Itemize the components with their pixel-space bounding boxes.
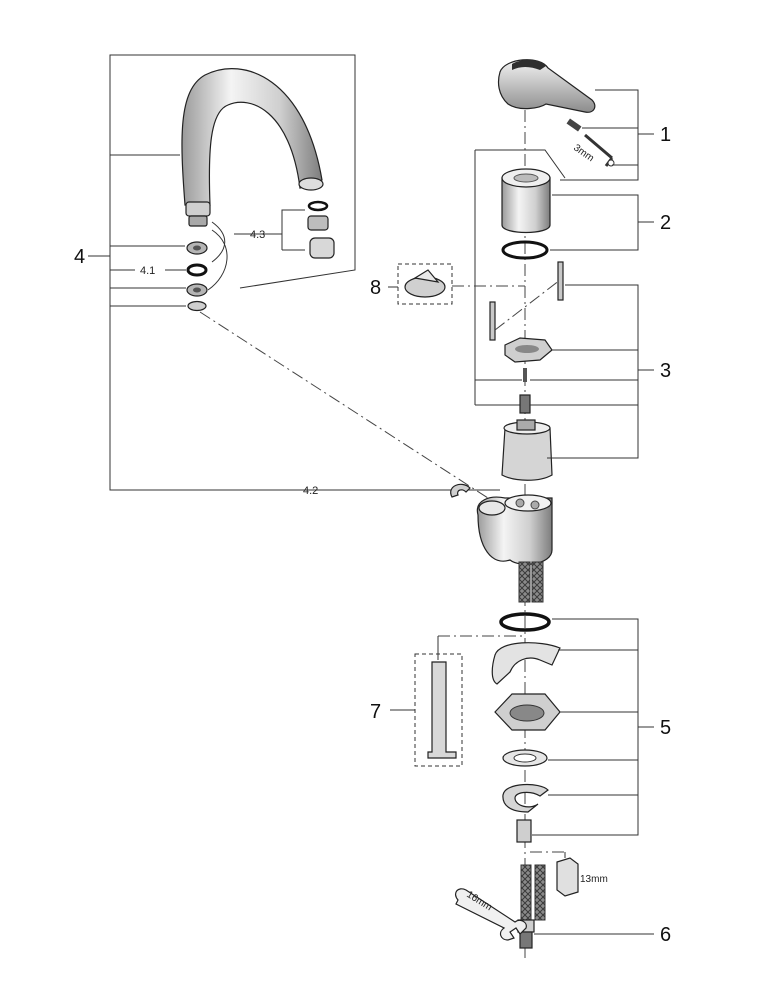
mounting-group: 5 (491, 612, 671, 843)
spout-axis-line (199, 311, 489, 499)
wrench-16mm (454, 888, 527, 941)
spline-adapter (519, 394, 531, 414)
threaded-stud (516, 819, 532, 843)
tool-7-group: 7 (370, 635, 525, 767)
callout-7: 7 (370, 701, 381, 723)
spout[interactable] (181, 68, 323, 206)
long-screw-right (557, 261, 564, 301)
callout-8: 8 (370, 277, 381, 299)
callout-6: 6 (660, 924, 671, 946)
cartridge-cover-cap[interactable] (501, 177, 551, 234)
spout-frame-line (109, 54, 356, 289)
lever-cap (512, 59, 546, 70)
spout-small-parts (186, 241, 208, 312)
callout-2: 2 (660, 212, 671, 234)
cartridge[interactable] (501, 427, 553, 481)
spout-thread (188, 215, 208, 227)
hoses-group: 13mm 16mm 6 (454, 851, 671, 949)
horseshoe-washer (502, 784, 549, 813)
set-screw (566, 118, 582, 132)
callout-4-2: 4.2 (303, 485, 318, 497)
cartridge-group: 3 (474, 149, 671, 481)
socket-13mm (556, 857, 579, 897)
callout-1: 1 (660, 124, 671, 146)
limiter-group: 8 (370, 263, 525, 305)
rubber-gasket (491, 642, 561, 685)
spout-clip-4-2 (450, 483, 471, 498)
callout-4-3: 4.3 (250, 229, 265, 241)
aerator-seal (307, 200, 329, 212)
hose-upper-left (518, 561, 531, 603)
cap-group: 2 (501, 168, 671, 260)
supply-hose-right[interactable] (534, 864, 546, 921)
limiter-box (397, 263, 453, 305)
spout-outlet (298, 177, 324, 191)
base-o-ring (499, 612, 551, 632)
callout-3: 3 (660, 360, 671, 382)
o-ring-cap (501, 240, 549, 260)
supply-hose-left[interactable] (520, 864, 532, 921)
spout-washer (187, 300, 207, 312)
small-screw (523, 368, 527, 382)
long-screw-left (489, 301, 496, 341)
callout-5: 5 (660, 717, 671, 739)
callout-4-1: 4.1 (140, 265, 155, 277)
socket-size-label: 13mm (580, 874, 608, 885)
spout-base (185, 201, 211, 217)
tap-body-group (450, 483, 553, 603)
aerator[interactable] (309, 237, 335, 259)
lever-handle-group: 3mm 1 (497, 59, 671, 181)
mounting-tool[interactable] (427, 661, 457, 759)
hose-nut (519, 931, 533, 949)
o-ring-4-1 (186, 263, 208, 277)
hex-key-size-label: 3mm (571, 142, 596, 164)
aerator-insert (307, 215, 329, 231)
hose-upper-right (531, 561, 544, 603)
spout-group: 4 4.1 4.3 4.2 (74, 54, 500, 499)
callout-4: 4 (74, 246, 85, 268)
